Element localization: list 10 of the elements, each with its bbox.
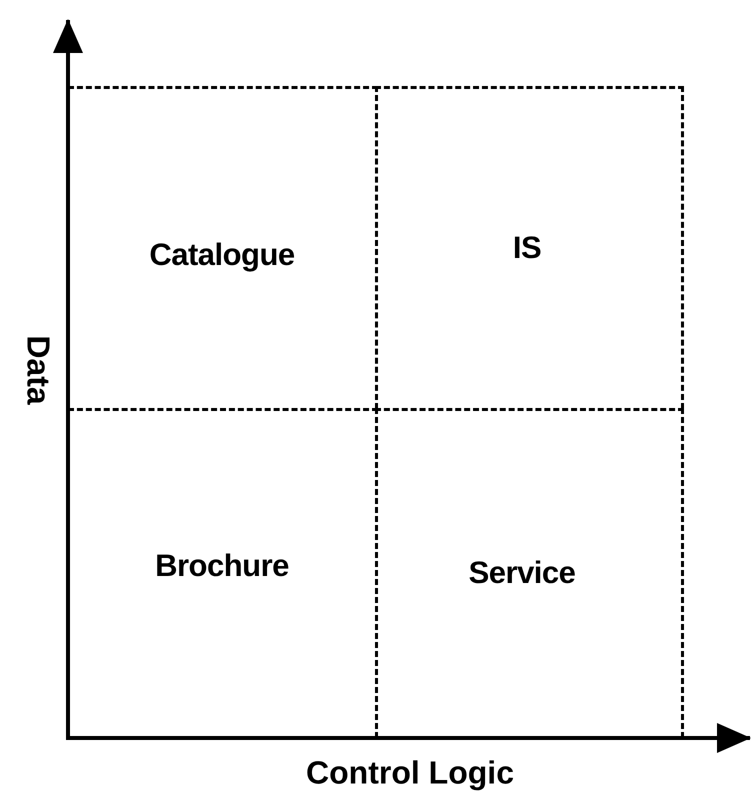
- quadrant-label: Brochure: [155, 548, 289, 584]
- quadrant-cell: [375, 86, 684, 409]
- quadrant-label: IS: [512, 230, 542, 266]
- quadrant-cell: [375, 408, 684, 738]
- quadrant-label: Catalogue: [149, 237, 295, 273]
- y-axis-title: Data: [20, 335, 56, 405]
- quadrant-cell: [68, 408, 378, 738]
- quadrant-label: Service: [468, 555, 576, 591]
- x-axis-title: Control Logic: [306, 754, 514, 792]
- quadrant-cell: [68, 86, 378, 409]
